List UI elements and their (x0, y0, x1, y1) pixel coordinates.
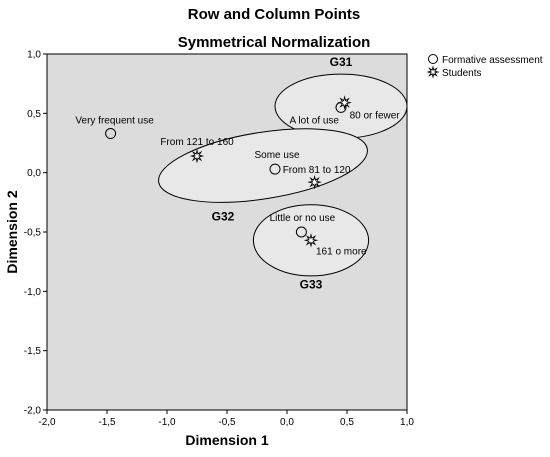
point-label-from-121-to-160: From 121 to 160 (160, 137, 234, 148)
y-tick-label: 1,0 (27, 50, 41, 61)
point-label-very-frequent-use: Very frequent use (75, 116, 154, 127)
group-label-g31: G31 (330, 55, 353, 69)
legend-circle-marker (428, 54, 438, 64)
x-axis-title: Dimension 1 (185, 432, 268, 448)
point-label-a-lot-of-use: A lot of use (290, 115, 340, 126)
point-marker-very-frequent-use (105, 128, 117, 140)
point-marker-from-121-to-160 (189, 148, 205, 164)
point-label-from-81-to-120: From 81 to 120 (283, 165, 351, 176)
legend: Formative assessment Students (426, 54, 543, 79)
point-marker-from-81-to-120 (307, 174, 322, 190)
chart-title: Row and Column Points (188, 6, 361, 23)
point-label-little-or-no-use: Little or no use (270, 213, 336, 224)
point-marker-80-or-fewer (337, 95, 352, 110)
y-tick-label: 0,5 (27, 109, 41, 120)
legend-label-formative-assessment: Formative assessment (442, 55, 543, 66)
x-tick-label: -1,5 (98, 417, 116, 428)
group-label-g33: G33 (300, 277, 323, 291)
x-tick-label: -2,0 (38, 417, 56, 428)
point-marker-some-use (269, 163, 281, 175)
point-label-some-use: Some use (254, 150, 299, 161)
point-marker-little-or-no-use (295, 226, 307, 238)
y-tick-label: -1,0 (24, 287, 42, 298)
y-tick-label: -0,5 (24, 228, 42, 239)
chart-subtitle: Symmetrical Normalization (178, 34, 371, 51)
group-label-g32: G32 (212, 210, 235, 224)
point-label-161-o-more: 161 o more (316, 246, 367, 257)
point-marker-161-o-more (303, 233, 319, 248)
x-tick-label: 0,0 (280, 417, 294, 428)
x-tick-label: 1,0 (400, 417, 414, 428)
legend-label-students: Students (442, 68, 481, 79)
x-tick-label: -0,5 (218, 417, 236, 428)
y-tick-label: -2,0 (24, 406, 42, 417)
axis-ticks: -2,0 -1,5 -1,0 -0,5 0,0 0,5 1,0 -2,0 -1,5 -1,0 -0,… (24, 50, 415, 429)
point-label-80-or-fewer: 80 or fewer (350, 111, 401, 122)
y-tick-label: -1,5 (24, 346, 42, 357)
y-tick-label: 0,0 (27, 168, 41, 179)
x-tick-label: -1,0 (158, 417, 176, 428)
y-axis-title: Dimension 2 (4, 190, 20, 273)
x-tick-label: 0,5 (340, 417, 354, 428)
legend-star-marker (426, 65, 440, 79)
